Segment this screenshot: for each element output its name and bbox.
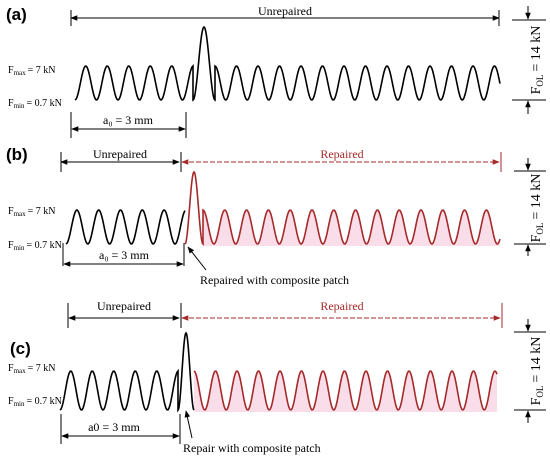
overload-label: FOL= 14 kN [529, 26, 545, 95]
repaired-waveform [193, 369, 498, 411]
fmin-label: Fmin= 0.7 kN [8, 396, 62, 408]
patch-region-shading [203, 210, 500, 246]
overload-label: FOL= 14 kN [529, 174, 545, 243]
unrepaired-label: Unrepaired [258, 4, 312, 18]
unrepaired-label: Unrepaired [93, 147, 147, 161]
fmin-label: Fmin= 0.7 kN [8, 240, 62, 252]
unrepaired-label: Unrepaired [97, 299, 151, 313]
panel-a: (a) Unrepaired Fmax= 7 kN Fmin= 0.7 kN a… [6, 4, 546, 138]
repaired-label: Repaired [320, 147, 363, 161]
fmin-label: Fmin= 0.7 kN [8, 98, 62, 110]
crack-length-label: a₀ = 3 mm [103, 113, 154, 127]
unrepaired-waveform [65, 209, 186, 245]
overload-label: FOL= 14 kN [529, 337, 545, 406]
panel-a-label: (a) [6, 5, 27, 24]
fmax-label: Fmax= 7 kN [8, 363, 56, 375]
panel-c: (c) Unrepaired Repaired Fmax= 7 kN Fmin=… [8, 299, 546, 455]
loading-waveform [74, 26, 501, 102]
patch-callout-arrow [187, 246, 207, 271]
repaired-waveform [184, 170, 501, 247]
fmax-label: Fmax= 7 kN [8, 206, 56, 218]
patch-callout-text: Repair with composite patch [183, 441, 321, 455]
patch-region-shading [194, 371, 497, 412]
crack-length-label: a0 = 3 mm [88, 420, 140, 434]
unrepaired-waveform [59, 331, 195, 413]
panel-b: (b) Unrepaired Repaired Fmax= 7 kN Fmin=… [6, 145, 546, 287]
panel-b-label: (b) [6, 145, 28, 164]
repaired-label: Repaired [320, 299, 363, 313]
fmax-label: Fmax= 7 kN [8, 65, 56, 77]
patch-callout-text: Repaired with composite patch [200, 273, 349, 287]
crack-length-label: a₀ = 3 mm [99, 248, 150, 262]
panel-c-label: (c) [10, 339, 31, 358]
patch-callout-arrow [184, 410, 193, 439]
